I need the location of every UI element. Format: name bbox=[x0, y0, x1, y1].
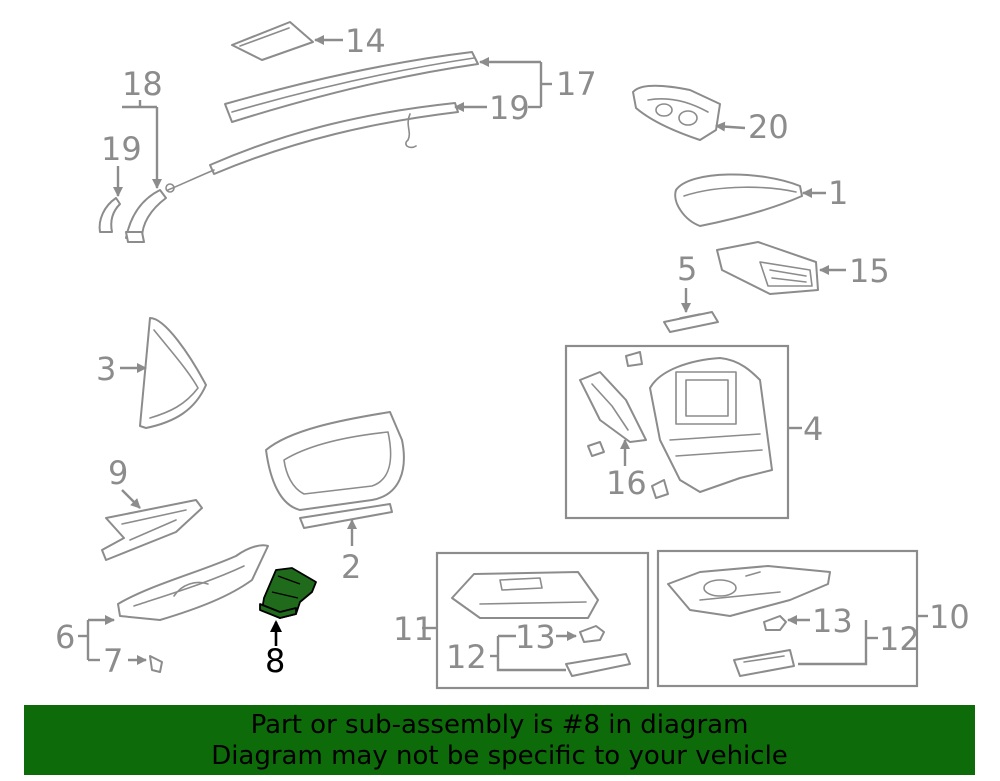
part-10-door-box: 10 13 12 bbox=[656, 549, 970, 688]
callout-1: 1 bbox=[828, 174, 848, 212]
callout-13-left: 13 bbox=[515, 618, 556, 656]
callout-3: 3 bbox=[96, 350, 116, 388]
part-19-trim-with-harness bbox=[165, 102, 459, 193]
callout-16: 16 bbox=[606, 464, 647, 502]
part-7-fastener: 7 bbox=[103, 642, 163, 680]
part-8-highlighted-bracket: 8 bbox=[259, 567, 317, 680]
part-14-cover: 14 bbox=[231, 21, 386, 61]
callout-12-left: 12 bbox=[446, 638, 487, 676]
callout-18: 18 bbox=[122, 65, 163, 103]
callout-9: 9 bbox=[108, 454, 128, 492]
part-1-cover: 1 bbox=[674, 173, 848, 227]
callout-5: 5 bbox=[677, 250, 697, 288]
part-11-glovebox-box: 11 12 13 bbox=[393, 551, 650, 690]
part-17-trim-strip bbox=[224, 51, 479, 123]
callout-2: 2 bbox=[341, 548, 361, 586]
callout-7: 7 bbox=[103, 642, 123, 680]
banner-line-2: Diagram may not be specific to your vehi… bbox=[211, 741, 788, 771]
callout-13-right: 13 bbox=[812, 602, 853, 640]
part-5-clip: 5 bbox=[663, 250, 719, 333]
part-6-knee-bolster: 6 bbox=[55, 544, 269, 662]
callout-12-right: 12 bbox=[879, 620, 920, 658]
part-2-cluster-bezel: 2 bbox=[265, 411, 405, 586]
callout-6: 6 bbox=[55, 618, 75, 656]
callout-group-17-19: 17 19 bbox=[454, 57, 597, 127]
callout-11: 11 bbox=[393, 610, 434, 648]
callout-19-right: 19 bbox=[489, 89, 530, 127]
callout-10: 10 bbox=[929, 598, 970, 636]
part-18-19-pillar-trims: 18 19 bbox=[98, 65, 167, 243]
part-20-switch-assembly: 20 bbox=[632, 84, 789, 146]
part-notice-banner: Part or sub-assembly is #8 in diagram Di… bbox=[24, 705, 975, 775]
callout-20: 20 bbox=[748, 108, 789, 146]
callout-15: 15 bbox=[849, 252, 890, 290]
part-15-air-vent: 15 bbox=[716, 241, 890, 295]
callout-14: 14 bbox=[345, 22, 386, 60]
callout-17: 17 bbox=[556, 65, 597, 103]
part-4-center-stack-box: 4 16 bbox=[564, 344, 823, 520]
callout-19-left: 19 bbox=[101, 130, 142, 168]
part-3-side-panel: 3 bbox=[96, 317, 207, 429]
part-9-lower-trim: 9 bbox=[101, 454, 203, 561]
callout-4: 4 bbox=[803, 410, 823, 448]
banner-line-1: Part or sub-assembly is #8 in diagram bbox=[250, 710, 749, 740]
callout-8: 8 bbox=[265, 642, 285, 680]
